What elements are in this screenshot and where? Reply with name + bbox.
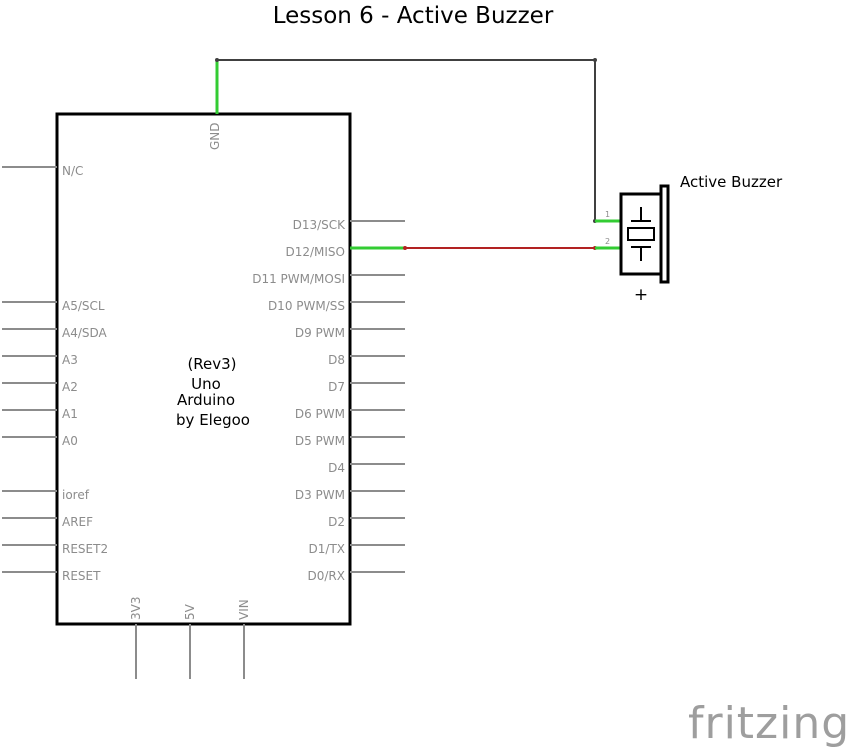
pin-label-d5: D5 PWM: [295, 434, 345, 448]
pin-label-d13: D13/SCK: [293, 218, 347, 232]
pin-label-a2: A2: [62, 380, 78, 394]
buzzer-label: Active Buzzer: [680, 173, 783, 191]
wire-signal-node-start: [403, 246, 407, 250]
pin-label-d12: D12/MISO: [285, 245, 345, 259]
pin-label-nc: N/C: [62, 164, 83, 178]
right-pins: D13/SCK D12/MISO D11 PWM/MOSI D10 PWM/SS…: [252, 218, 405, 583]
bottom-pins: 3V3 5V VIN: [129, 597, 251, 679]
active-buzzer[interactable]: 1 2 Active Buzzer +: [595, 173, 783, 305]
pin-label-d1: D1/TX: [309, 542, 345, 556]
buzzer-polarity-label: +: [634, 285, 648, 305]
wire-gnd-node-start: [215, 58, 219, 62]
pin-label-reset2: RESET2: [62, 542, 108, 556]
pin-label-d7: D7: [328, 380, 345, 394]
pin-label-d8: D8: [328, 353, 345, 367]
pin-label-a4: A4/SDA: [62, 326, 108, 340]
buzzer-pin-1-label: 1: [605, 210, 610, 219]
board-label-arduino: Arduino: [177, 391, 235, 409]
pin-label-a5: A5/SCL: [62, 299, 105, 313]
wire-gnd[interactable]: [217, 59, 596, 221]
wire-gnd-bend: [593, 58, 597, 62]
pin-label-aref: AREF: [62, 515, 93, 529]
board-label-maker: by Elegoo: [176, 411, 250, 429]
pin-label-d3: D3 PWM: [295, 488, 345, 502]
left-pins: N/C A5/SCL A4/SDA A3 A2 A1 A0 ioref AREF…: [2, 164, 108, 583]
fritzing-logo: fritzing: [688, 698, 850, 749]
pin-label-a0: A0: [62, 434, 78, 448]
pin-label-3v3: 3V3: [129, 597, 143, 620]
arduino-board-outline: [55, 112, 352, 626]
pin-label-d2: D2: [328, 515, 345, 529]
pin-label-a3: A3: [62, 353, 78, 367]
pin-label-reset: RESET: [62, 569, 101, 583]
pin-label-a1: A1: [62, 407, 78, 421]
pin-label-d11: D11 PWM/MOSI: [252, 272, 345, 286]
pin-label-d9: D9 PWM: [295, 326, 345, 340]
piezo-crystal: [627, 227, 655, 241]
board-label-rev: (Rev3): [187, 355, 236, 373]
diagram-title: Lesson 6 - Active Buzzer: [273, 3, 554, 29]
pin-label-d0: D0/RX: [308, 569, 345, 583]
pin-label-d10: D10 PWM/SS: [268, 299, 345, 313]
pin-label-5v: 5V: [183, 603, 197, 620]
pin-label-d6: D6 PWM: [295, 407, 345, 421]
pin-label-ioref: ioref: [62, 488, 90, 502]
board-label-uno: Uno: [191, 375, 221, 393]
gnd-pin-label: GND: [208, 122, 222, 150]
buzzer-pin-2-label: 2: [605, 237, 610, 246]
buzzer-top-plate: [659, 184, 670, 284]
pin-label-vin: VIN: [237, 599, 251, 620]
pin-label-d4: D4: [328, 461, 345, 475]
